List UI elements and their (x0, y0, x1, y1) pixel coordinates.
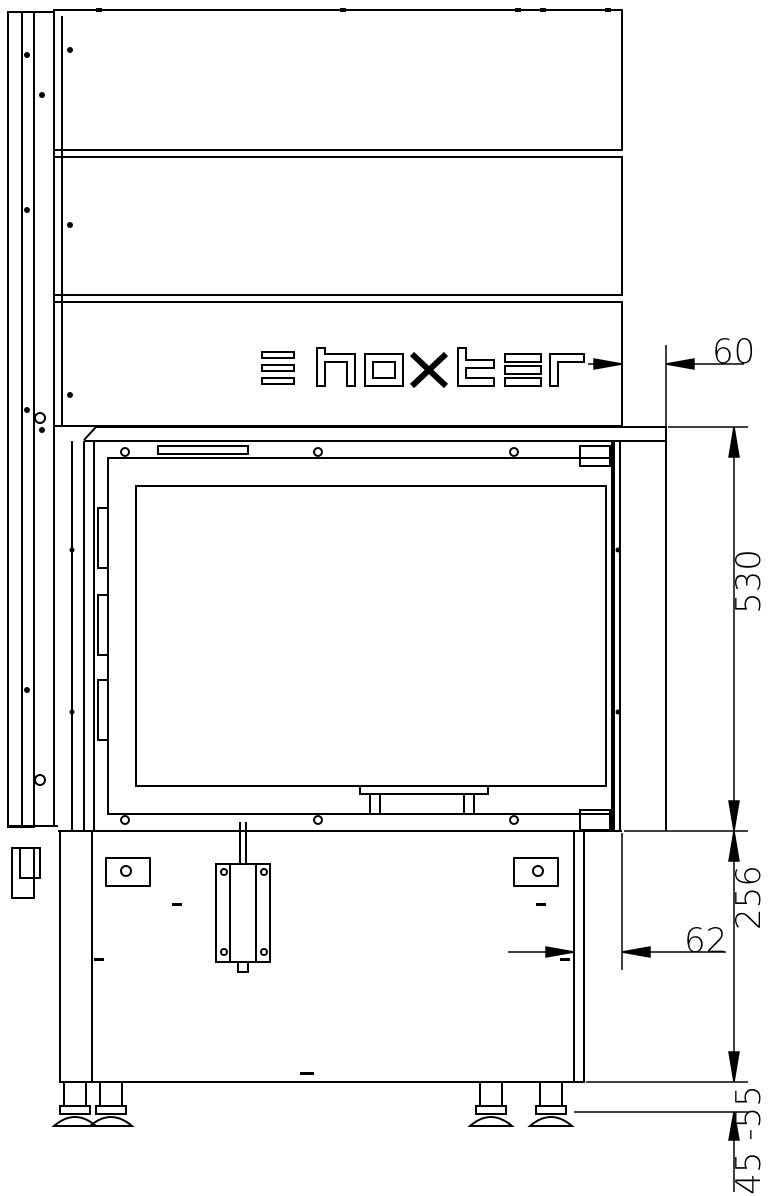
left-side-column (7, 11, 58, 899)
dimension-glass-height: 530 (729, 549, 769, 614)
firebox (69, 440, 667, 832)
dimension-foot-height: 45 -55 (729, 1085, 769, 1195)
hoxter-logo (261, 347, 585, 389)
hood-panels (53, 8, 623, 427)
dimension-base-height: 256 (729, 865, 769, 930)
dimension-base-offset: 62 (684, 921, 727, 961)
hood-lip (83, 426, 667, 442)
adjustable-feet (51, 1081, 575, 1127)
base-cabinet (58, 822, 622, 1083)
dimension-top-offset: 60 (712, 332, 755, 372)
dimension-lines (508, 345, 748, 1192)
